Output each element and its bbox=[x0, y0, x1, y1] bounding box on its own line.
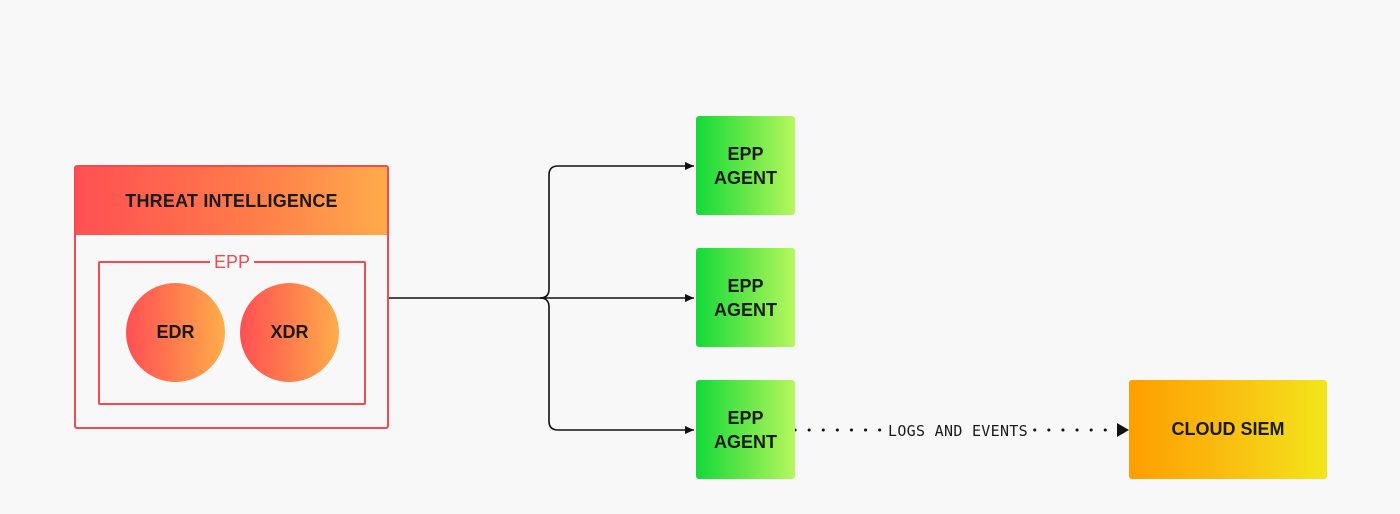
epp-group-label: EPP bbox=[209, 251, 255, 273]
edr-node: EDR bbox=[126, 283, 225, 382]
logs-and-events-label: LOGS AND EVENTS bbox=[884, 421, 1032, 441]
epp-group: EPP EDR XDR bbox=[98, 251, 366, 405]
threat-intelligence-box: THREAT INTELLIGENCE EPP EDR XDR bbox=[74, 165, 389, 429]
agent-label-line2: AGENT bbox=[714, 167, 777, 188]
branch-to-agent-1 bbox=[539, 162, 694, 299]
xdr-node: XDR bbox=[240, 283, 339, 382]
agent-label-line2: AGENT bbox=[714, 299, 777, 320]
branch-to-agent-3 bbox=[539, 297, 694, 434]
epp-agent-node-3: EPP AGENT bbox=[696, 380, 795, 479]
agent-label-line2: AGENT bbox=[714, 431, 777, 452]
siem-arrowhead bbox=[1117, 423, 1129, 437]
cloud-siem-node: CLOUD SIEM bbox=[1129, 380, 1327, 479]
agent-label-line1: EPP bbox=[727, 143, 764, 164]
epp-agent-node-2: EPP AGENT bbox=[696, 248, 795, 347]
agent-label-line1: EPP bbox=[727, 275, 764, 296]
agent-label-line1: EPP bbox=[727, 407, 764, 428]
epp-agent-node-1: EPP AGENT bbox=[696, 116, 795, 215]
threat-intelligence-title: THREAT INTELLIGENCE bbox=[76, 167, 387, 235]
